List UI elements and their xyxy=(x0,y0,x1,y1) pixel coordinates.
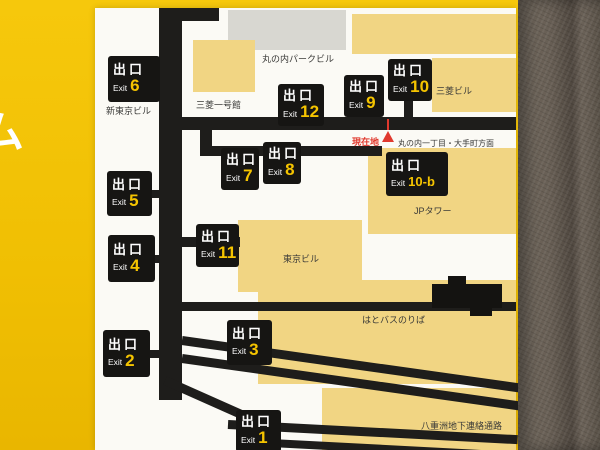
exit-en: Exit xyxy=(113,82,128,93)
exit-en: Exit xyxy=(283,108,298,119)
current-location-label: 現在地 xyxy=(352,137,380,147)
wall-background xyxy=(518,0,600,450)
exit-kanji: 出口 xyxy=(391,157,424,173)
bus-area-shape-small2 xyxy=(470,306,492,316)
passage-horizontal-top xyxy=(176,117,516,130)
exit-number: 7 xyxy=(243,166,253,186)
exit-number: 9 xyxy=(366,93,376,113)
bus-area-shape-small xyxy=(448,276,466,286)
exit-number: 8 xyxy=(285,160,295,180)
current-location-marker-icon xyxy=(382,131,394,142)
exit-en: Exit xyxy=(391,177,406,188)
building-label-jptower: JPタワー xyxy=(414,206,452,216)
passage-stub-exit4 xyxy=(150,255,162,263)
building-block-ichigokan xyxy=(193,40,255,92)
exit-number: 2 xyxy=(125,350,135,370)
building-label-hatobus: はとバスのりば xyxy=(362,315,426,325)
exit-kanji: 出口 xyxy=(283,88,316,104)
exit-number: 6 xyxy=(130,76,140,96)
exit-en: Exit xyxy=(241,434,256,445)
passage-stub-exit5 xyxy=(146,190,162,198)
direction-label: 丸の内一丁目・大手町方面 xyxy=(398,139,494,148)
sign-side-text: ム xyxy=(0,108,24,157)
exit-number: 10 xyxy=(410,77,430,97)
exit-en: Exit xyxy=(113,262,128,273)
exit-number: 5 xyxy=(129,190,139,210)
exit-en: Exit xyxy=(232,346,247,357)
exit-kanji: 出口 xyxy=(232,325,265,341)
passage-top-bend xyxy=(159,8,219,21)
exit-number: 1 xyxy=(258,428,268,448)
building-label-yaesu: 八重洲地下連絡通路 xyxy=(421,421,503,431)
exit-en: Exit xyxy=(268,166,283,177)
building-label-ichigokan: 三菱一号館 xyxy=(196,100,242,110)
exit-kanji: 出口 xyxy=(226,152,259,168)
exit-kanji: 出口 xyxy=(349,79,382,95)
passage-vertical-main xyxy=(159,8,182,400)
exit-kanji: 出口 xyxy=(393,63,426,79)
exit-kanji: 出口 xyxy=(268,146,301,162)
exit-en: Exit xyxy=(201,249,216,260)
building-label-shintokyo: 新東京ビル xyxy=(106,106,152,116)
building-label-parkbuilding: 丸の内パークビル xyxy=(262,54,335,64)
passage-connector xyxy=(200,128,212,150)
exit-number: 4 xyxy=(130,255,140,275)
exit-en: Exit xyxy=(226,172,241,183)
passage-stub-exit2 xyxy=(145,350,162,358)
bus-area-shape xyxy=(432,284,502,308)
building-label-mitsubishi: 三菱ビル xyxy=(436,86,473,96)
passage-horizontal-middle xyxy=(178,302,516,311)
exit-en: Exit xyxy=(112,197,127,208)
exit-number: 11 xyxy=(218,242,237,262)
current-location-pointer-line xyxy=(387,119,389,130)
exit-kanji: 出口 xyxy=(113,62,146,78)
exit-number: 10-b xyxy=(408,173,435,189)
exit-en: Exit xyxy=(108,357,123,368)
passage-stub-exit10 xyxy=(404,100,413,118)
exit-kanji: 出口 xyxy=(112,176,145,192)
building-block-topright xyxy=(352,14,516,54)
exit-kanji: 出口 xyxy=(113,241,146,257)
exit-en: Exit xyxy=(393,83,408,94)
exit-number: 3 xyxy=(249,339,259,359)
exit-number: 12 xyxy=(300,102,320,122)
exit-kanji: 出口 xyxy=(108,336,141,352)
exit-kanji: 出口 xyxy=(201,228,234,244)
building-label-tokyobldg: 東京ビル xyxy=(283,254,320,264)
building-block-mitsubishi xyxy=(432,58,516,112)
exit-kanji: 出口 xyxy=(241,414,274,430)
exit-en: Exit xyxy=(349,99,364,110)
